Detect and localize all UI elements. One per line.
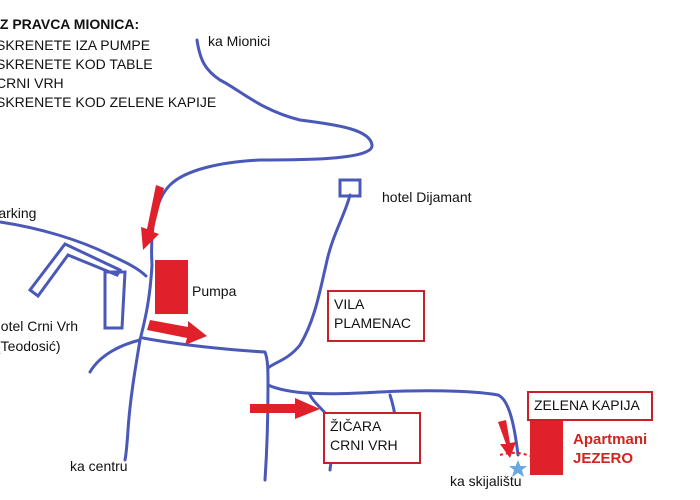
road-parking — [0, 220, 148, 278]
vila-line-2: PLAMENAC — [334, 315, 412, 331]
hotel-crni-vrh-building — [27, 242, 127, 330]
box-vila-plamenac: VILA PLAMENAC — [327, 290, 425, 342]
zicara-line-1: ŽIČARA — [330, 418, 382, 434]
arrow-zelena-kapija — [498, 420, 516, 458]
directions-step-1: SKRENETE IZA PUMPE — [0, 37, 151, 53]
road-dijamant — [266, 193, 352, 370]
vila-line-1: VILA — [334, 296, 365, 312]
hotel-dijamant-marker — [338, 178, 362, 198]
label-teodosic: (Teodosić) — [0, 338, 61, 354]
road-pumpa-main — [123, 263, 154, 462]
arrow-skrenete-iza-pumpe — [147, 320, 207, 345]
pumpa-marker — [155, 260, 188, 314]
destination-dotted-path — [499, 451, 531, 457]
apartmani-jezero-marker — [530, 420, 563, 475]
label-ka-mionici: ka Mionici — [208, 33, 271, 49]
box-zicara-crni-vrh: ŽIČARA CRNI VRH — [323, 412, 421, 464]
label-ka-centru: ka centru — [70, 458, 128, 474]
arrow-zicara — [250, 398, 320, 419]
apartmani-line-2: JEZERO — [573, 450, 634, 467]
zelena-kapija-label: ZELENA KAPIJA — [534, 397, 640, 413]
road-network — [0, 38, 520, 482]
road-ka-mionici — [150, 38, 374, 267]
directions-step-4: SKRENETE KOD ZELENE KAPIJE — [0, 94, 217, 110]
directions-step-3: CRNI VRH — [0, 75, 64, 91]
label-pumpa: Pumpa — [192, 283, 237, 299]
road-left-branch — [88, 338, 142, 374]
directions-heading: IZ PRAVCA MIONICA: — [0, 16, 140, 32]
zicara-line-2: CRNI VRH — [330, 437, 398, 453]
label-parking: Parking — [0, 205, 37, 221]
road-south — [263, 383, 270, 482]
arrow-to-pumpa — [141, 185, 164, 250]
label-hotel-dijamant: hotel Dijamant — [382, 189, 472, 205]
directions-step-2: SKRENETE KOD TABLE — [0, 56, 153, 72]
star-marker-icon — [509, 460, 527, 477]
label-ka-skijalistu: ka skijalištu — [450, 473, 522, 489]
box-zelena-kapija: ZELENA KAPIJA — [527, 391, 653, 421]
apartmani-jezero-label: Apartmani JEZERO — [573, 430, 647, 468]
road-horizontal — [141, 336, 520, 457]
apartmani-line-1: Apartmani — [573, 431, 648, 448]
label-hotel-crni-vrh: hotel Crni Vrh — [0, 318, 79, 334]
directions-panel: IZ PRAVCA MIONICA: SKRENETE IZA PUMPE SK… — [0, 14, 216, 113]
